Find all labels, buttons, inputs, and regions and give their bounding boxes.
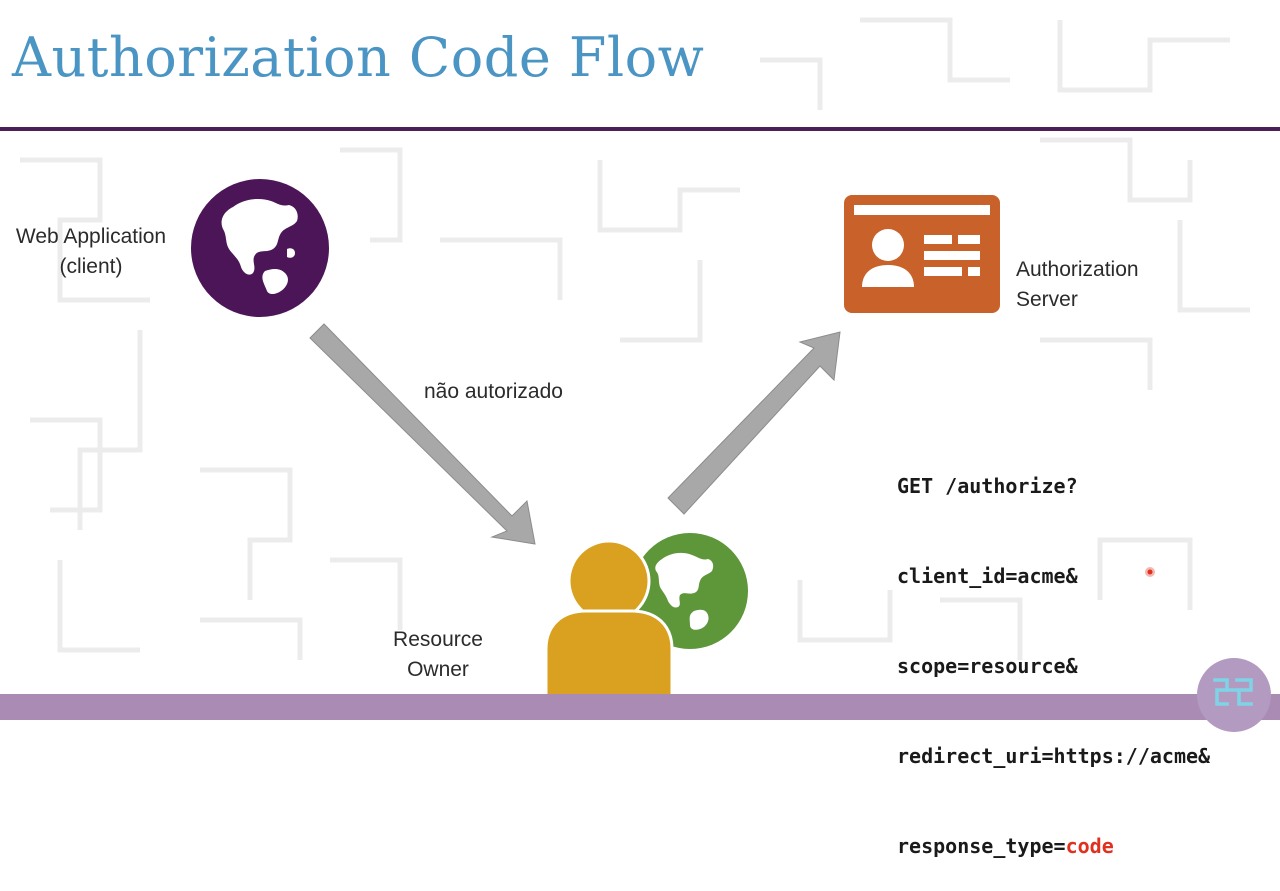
request-line-5: response_type=code: [897, 831, 1280, 861]
request-line-1: GET /authorize?: [897, 474, 1078, 498]
client-label: Web Application (client): [4, 222, 178, 282]
client-label-line1: Web Application: [15, 225, 167, 248]
slide-title: Authorization Code Flow: [12, 26, 705, 89]
owner-label-line2: Owner: [407, 658, 469, 681]
client-label-line2: (client): [59, 255, 123, 278]
auth-server-label: Authorization Server: [1016, 255, 1139, 315]
arrow-owner-to-server: [667, 331, 841, 515]
footer-bar: [0, 694, 1280, 720]
brand-logo-badge: [1197, 658, 1271, 732]
user-globe-icon: [544, 533, 748, 699]
response-type-key: response_type=: [897, 834, 1066, 858]
authorize-request-code: GET /authorize? client_id=acme& scope=re…: [897, 411, 1280, 891]
response-type-value: code: [1065, 834, 1114, 858]
arrow-label-not-authorized: não autorizado: [424, 380, 563, 403]
auth-server-label-line2: Server: [1016, 288, 1078, 311]
owner-label-line1: Resource: [393, 628, 483, 651]
request-line-2: client_id=acme&: [897, 564, 1078, 588]
owner-label: Resource Owner: [383, 625, 493, 685]
request-line-4: redirect_uri=https://acme&: [897, 744, 1211, 768]
id-card-icon: [844, 195, 1000, 313]
pointer-dot: [1145, 567, 1155, 577]
brand-logo-icon: [1213, 678, 1253, 706]
request-line-3: scope=resource&: [897, 654, 1078, 678]
arrow-client-to-owner: [309, 323, 536, 545]
auth-server-label-line1: Authorization: [1016, 258, 1139, 281]
globe-icon: [191, 179, 329, 317]
title-divider: [0, 127, 1280, 131]
